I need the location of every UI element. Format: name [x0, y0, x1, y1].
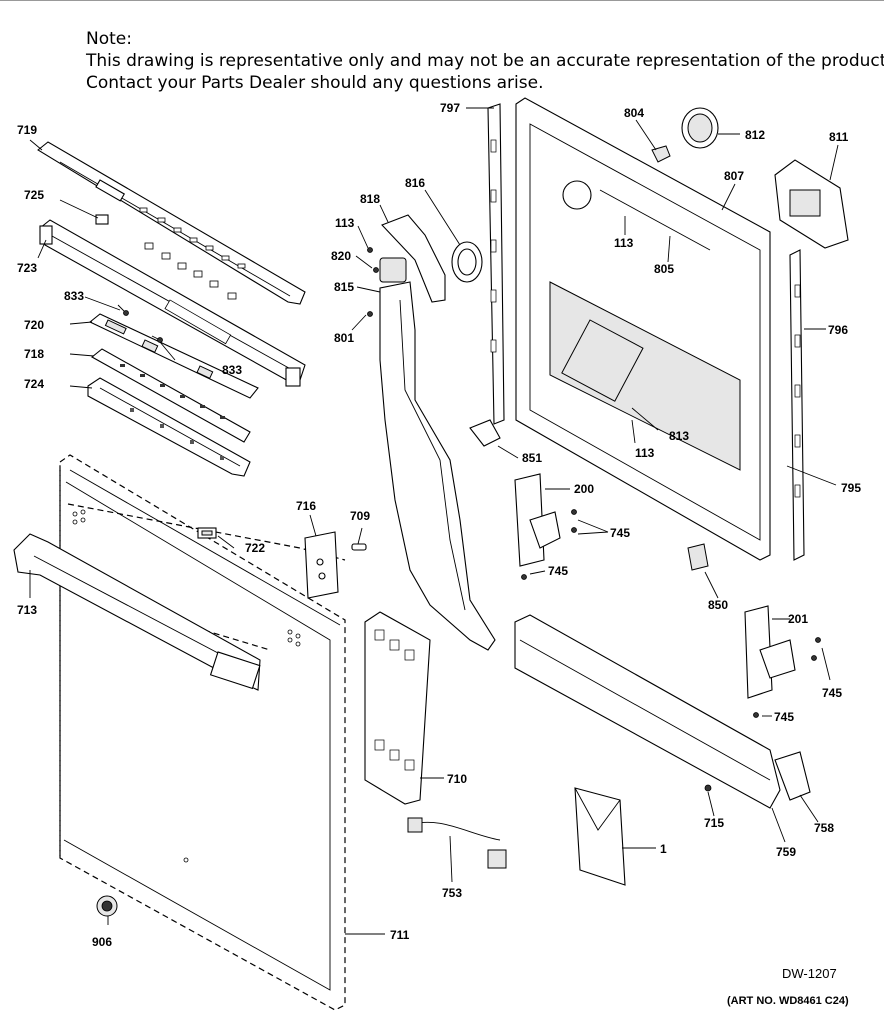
- pin-709: [351, 543, 367, 551]
- callout-820: 820: [331, 249, 351, 263]
- callout-813: 813: [669, 429, 689, 443]
- door-handle-713: [13, 533, 261, 691]
- callout-745-b: 745: [548, 564, 568, 578]
- side-trim-796: [789, 249, 805, 561]
- callout-723: 723: [17, 261, 37, 275]
- callout-710: 710: [447, 772, 467, 786]
- vent-812: [681, 107, 719, 149]
- callout-711: 711: [390, 928, 410, 942]
- wire-harness-753: [407, 817, 507, 869]
- callout-816: 816: [405, 176, 425, 190]
- callout-833-a: 833: [64, 289, 84, 303]
- callout-labels: 719 725 723 833 720 833 718 724 716 709 …: [17, 101, 861, 949]
- callout-716: 716: [296, 499, 316, 513]
- callout-804: 804: [624, 106, 644, 120]
- callout-805: 805: [654, 262, 674, 276]
- diagram-code: DW-1207: [782, 966, 837, 981]
- callout-796: 796: [828, 323, 848, 337]
- callout-724: 724: [24, 377, 44, 391]
- fan-motor-820: [379, 257, 407, 283]
- control-panel-frame: [39, 219, 306, 387]
- callout-113-a: 113: [335, 216, 355, 230]
- callout-801: 801: [334, 331, 354, 345]
- callout-113-b: 113: [614, 236, 634, 250]
- callout-715: 715: [704, 816, 724, 830]
- outer-door-panel: [59, 454, 346, 1011]
- kick-end-758: [774, 751, 811, 801]
- leader-lines: [29, 107, 839, 935]
- small-screws: [367, 247, 379, 317]
- button-cap-part: [95, 214, 109, 225]
- insulation-710: [364, 611, 431, 805]
- callout-720: 720: [24, 318, 44, 332]
- inner-door-807: [515, 97, 771, 561]
- hinge-bracket-851: [469, 419, 501, 447]
- literature-envelope-1: [574, 787, 626, 886]
- screw-833-upper: [117, 304, 129, 316]
- callout-1: 1: [660, 842, 667, 856]
- bracket-716: [304, 531, 339, 599]
- vent-duct-assembly: [379, 281, 496, 651]
- callout-719: 719: [17, 123, 37, 137]
- callout-745-c: 745: [822, 686, 842, 700]
- callout-758: 758: [814, 821, 834, 835]
- callout-713: 713: [17, 603, 37, 617]
- fan-housing-818: [381, 214, 446, 303]
- note-line-1: This drawing is representative only and …: [86, 51, 884, 71]
- callout-850: 850: [708, 598, 728, 612]
- callout-795: 795: [841, 481, 861, 495]
- callout-812: 812: [745, 128, 765, 142]
- callout-113-c: 113: [635, 446, 655, 460]
- disclaimer-note: Note: This drawing is representative onl…: [86, 28, 884, 94]
- callout-718: 718: [24, 347, 44, 361]
- control-board-720: [88, 313, 259, 399]
- hinge-arm-200: [514, 473, 561, 567]
- logo-badge-722: [197, 527, 217, 539]
- fastener-715: [704, 784, 712, 792]
- user-interface-board-718: [91, 348, 251, 443]
- callout-851: 851: [522, 451, 542, 465]
- control-panel-cover: [37, 141, 306, 305]
- callout-833-b: 833: [222, 363, 242, 377]
- board-housing-724: [87, 377, 251, 477]
- latch-850: [687, 543, 709, 571]
- callout-725: 725: [24, 188, 44, 202]
- gasket-816: [451, 241, 483, 283]
- callout-759: 759: [776, 845, 796, 859]
- callout-818: 818: [360, 192, 380, 206]
- callout-797: 797: [440, 101, 460, 115]
- art-number: (ART NO. WD8461 C24): [727, 995, 849, 1007]
- side-trim-797: [487, 103, 505, 425]
- callout-811: 811: [829, 130, 849, 144]
- callout-906: 906: [92, 935, 112, 949]
- callout-201: 201: [788, 612, 808, 626]
- note-heading: Note:: [86, 29, 132, 49]
- callout-722: 722: [245, 541, 265, 555]
- callout-807: 807: [724, 169, 744, 183]
- hinge-arm-201: [744, 605, 796, 699]
- clip-804: [651, 145, 671, 163]
- callout-745-a: 745: [610, 526, 630, 540]
- toe-kick-759: [514, 614, 781, 809]
- callout-709: 709: [350, 509, 370, 523]
- callout-745-d: 745: [774, 710, 794, 724]
- dispenser-811: [774, 159, 849, 249]
- callout-200: 200: [574, 482, 594, 496]
- note-line-2: Contact your Parts Dealer should any que…: [86, 73, 544, 93]
- callout-815: 815: [334, 280, 354, 294]
- callout-753: 753: [442, 886, 462, 900]
- hinge-screws-745: [521, 509, 821, 718]
